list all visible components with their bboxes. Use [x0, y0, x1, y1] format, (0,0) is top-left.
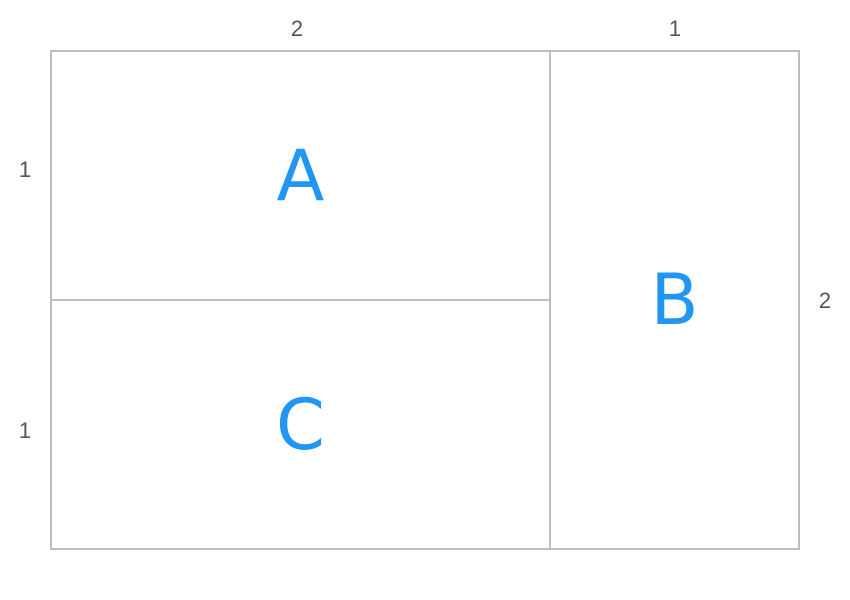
cell-b-letter: B — [650, 259, 699, 341]
row-height-label-2: 1 — [18, 418, 32, 443]
grid-layout-diagram: A B C — [50, 50, 800, 550]
cell-a: A — [50, 50, 551, 301]
right-span-label: 2 — [818, 288, 832, 313]
cell-a-letter: A — [276, 134, 325, 217]
column-width-label-2: 1 — [668, 16, 682, 41]
column-width-label-1: 2 — [290, 16, 304, 41]
row-height-label-1: 1 — [18, 157, 32, 182]
cell-c-letter: C — [276, 383, 325, 466]
cell-b: B — [549, 50, 800, 550]
cell-c: C — [50, 299, 551, 550]
